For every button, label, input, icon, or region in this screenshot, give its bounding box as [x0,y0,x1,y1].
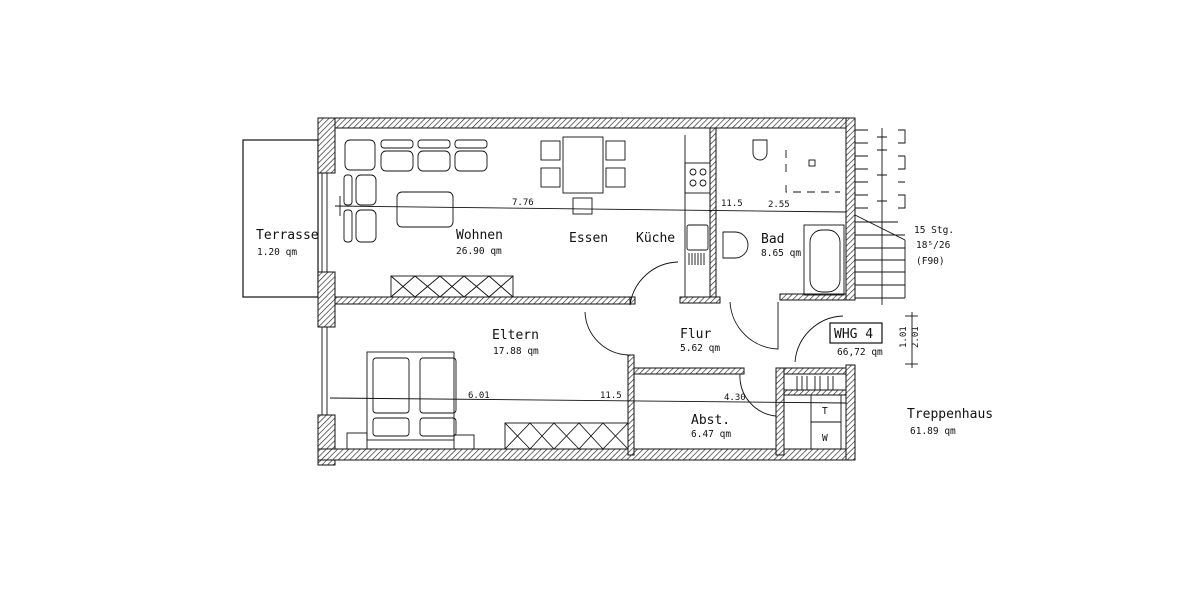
room-name-bad: Bad [761,232,784,247]
unit-label-box [829,322,883,344]
unit-label: WHG 4 [834,327,873,342]
room-name-eltern: Eltern [492,328,539,343]
staircase [854,128,906,305]
dim-lower-wall: 11.5 [600,391,622,401]
stair-steps: 15 Stg. [914,225,954,236]
labels: Terrasse 1.20 qm Wohnen 26.90 qm Essen K… [256,198,993,444]
room-name-abst: Abst. [691,413,730,428]
unit-area: 66,72 qm [837,347,883,358]
room-name-flur: Flur [680,327,711,342]
dining-table [540,136,626,215]
room-name-kueche: Küche [636,231,675,246]
room-name-treppenhaus: Treppenhaus [907,407,993,422]
room-area-flur: 5.62 qm [680,343,720,354]
sofa [343,139,488,243]
room-area-terrasse: 1.20 qm [257,247,297,258]
room-name-essen: Essen [569,231,608,246]
dim-lower-left: 6.01 [468,391,490,401]
dim-upper-right: 2.55 [768,200,790,210]
fixture-t-label: T [822,406,828,417]
wardrobe-eltern [504,422,629,450]
terrace-outline [242,139,319,298]
dim-lower-right: 4.30 [724,393,746,403]
room-area-bad: 8.65 qm [761,248,801,259]
dimension-lines [329,196,918,404]
walls [317,117,856,466]
room-area-eltern: 17.88 qm [493,346,539,357]
dim-upper-left: 7.76 [512,198,534,208]
bathroom-fixtures [722,139,845,296]
stair-fire-rating: (F90) [916,256,945,267]
kitchen-counter [684,135,711,297]
utility-fixtures [796,376,842,450]
dim-vertical-2: 2.01 [911,326,921,348]
double-bed [346,351,475,450]
room-area-abst: 6.47 qm [691,429,731,440]
room-area-wohnen: 26.90 qm [456,246,502,257]
fixture-w-label: W [822,433,828,444]
room-name-wohnen: Wohnen [456,228,503,243]
stair-ratio: 18⁵/26 [916,240,951,251]
dim-vertical-1: 1.01 [899,326,909,348]
room-area-treppenhaus: 61.89 qm [910,426,956,437]
dim-upper-wall: 11.5 [721,199,743,209]
room-name-terrasse: Terrasse [256,228,319,243]
doors [584,261,844,417]
wardrobe-wohnen [390,275,514,298]
